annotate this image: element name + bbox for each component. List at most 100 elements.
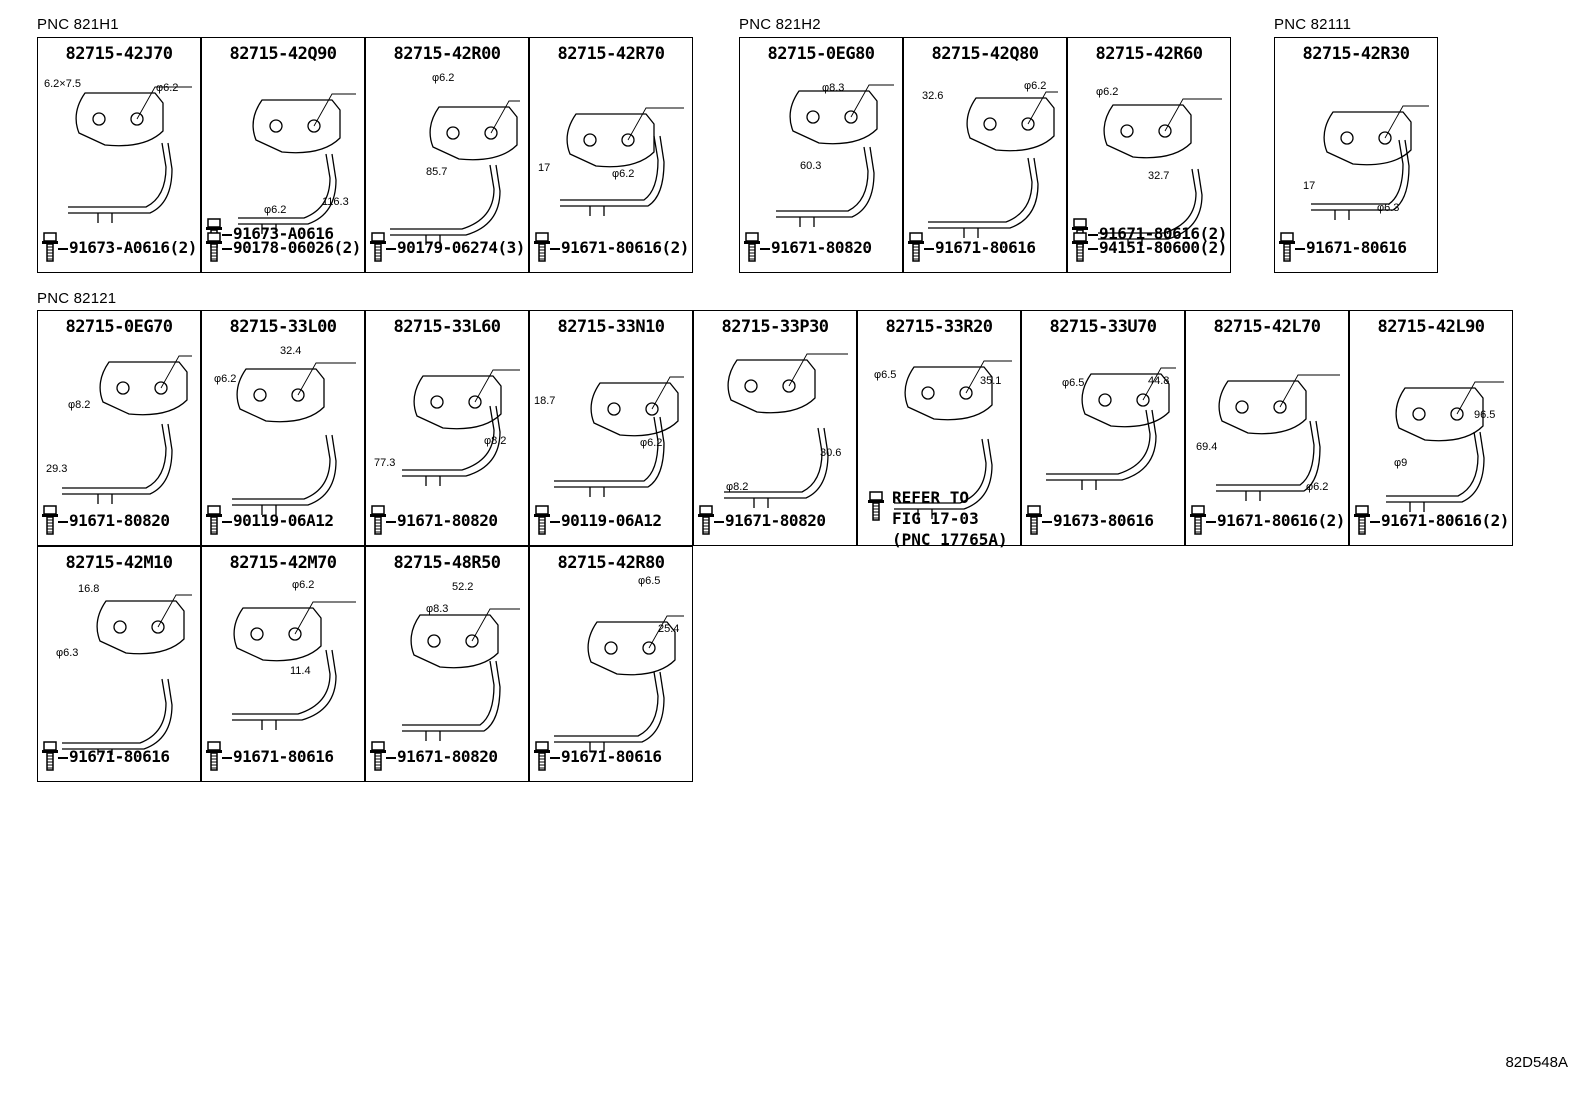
fastener-part-number: 91671-80820 <box>386 511 498 530</box>
dimension-label: 25.4 <box>658 623 680 635</box>
part-number: 82715-42L90 <box>1377 317 1485 337</box>
group-label-pnc-821h1: PNC 821H1 <box>37 16 119 33</box>
group-label-pnc-821h2: PNC 821H2 <box>739 16 821 33</box>
part-cell[interactable]: 82715-42M10 16.8 φ6.3 91671-80616 <box>37 546 201 782</box>
dimension-label: φ8.3 <box>426 603 449 615</box>
bracket-drawing <box>390 100 520 245</box>
bolt-icon <box>698 505 714 535</box>
group-label-pnc-82111: PNC 82111 <box>1274 16 1352 33</box>
fastener-part-number: 94151-80600(2) <box>1088 238 1227 257</box>
fastener-part-number: 91671-80820 <box>58 511 170 530</box>
dimension-label: φ6.2 <box>264 204 287 216</box>
bolt-icon <box>42 741 58 771</box>
fastener-part-number: 90119-06A12 <box>550 511 662 530</box>
bolt-icon <box>908 232 924 262</box>
part-number: 82715-42R70 <box>557 44 665 64</box>
bracket-drawing <box>1046 367 1176 490</box>
bolt-icon <box>370 741 386 771</box>
dimension-label: φ6.2 <box>156 82 179 94</box>
dimension-label: φ6.2 <box>1024 80 1047 92</box>
dimension-label: 60.3 <box>800 160 822 172</box>
dimension-label: 85.7 <box>426 166 448 178</box>
bolt-icon <box>206 505 222 535</box>
fastener-part-number: 91673-A0616(2) <box>58 238 197 257</box>
part-number: 82715-33P30 <box>721 317 829 337</box>
bracket-drawing <box>1386 381 1504 512</box>
dimension-label: φ6.5 <box>874 369 897 381</box>
dimension-label: 116.3 <box>322 196 349 208</box>
bolt-icon <box>42 505 58 535</box>
bolt-icon <box>1190 505 1206 535</box>
bracket-drawing <box>776 84 894 227</box>
bracket-drawing <box>554 615 684 752</box>
fastener-part-number: 90119-06A12 <box>222 511 334 530</box>
dimension-label: 16.8 <box>78 583 100 595</box>
fastener-part-number: 90179-06274(3) <box>386 238 525 257</box>
dimension-label: φ6.2 <box>1096 86 1119 98</box>
dimension-label: φ6.3 <box>56 647 79 659</box>
bracket-drawing <box>1216 374 1340 501</box>
dimension-label: φ6.2 <box>292 579 315 591</box>
bracket-drawing <box>232 601 356 730</box>
fastener-part-number: 91671-80616(2) <box>1370 511 1509 530</box>
fastener-part-number: 91671-80820 <box>760 238 872 257</box>
fastener-part-number: 91671-80616 <box>550 747 662 766</box>
bolt-icon <box>1354 505 1370 535</box>
fastener-part-number: 91671-80820 <box>714 511 826 530</box>
dimension-label: φ6.3 <box>1377 202 1400 214</box>
dimension-label: 44.8 <box>1148 375 1170 387</box>
dimension-label: 17 <box>1303 180 1316 192</box>
part-cell[interactable]: 82715-42R80 φ6.5 25.4 91671-80616 <box>529 546 693 782</box>
bolt-icon <box>534 505 550 535</box>
dimension-label: φ6.5 <box>638 575 661 587</box>
dimension-label: φ6.2 <box>1306 481 1329 493</box>
bracket-drawing <box>402 369 520 486</box>
dimension-label: φ6.2 <box>612 168 635 180</box>
fastener-part-number: 91671-80616 <box>58 747 170 766</box>
part-number: 82715-48R50 <box>393 553 501 573</box>
dimension-label: φ8.3 <box>822 82 845 94</box>
fastener-part-number: 91673-80616 <box>1042 511 1154 530</box>
dimension-label: 52.2 <box>452 581 474 593</box>
bracket-drawing <box>894 360 1012 519</box>
dimension-label: φ6.5 <box>1062 377 1085 389</box>
fastener-part-number: 91671-80820 <box>386 747 498 766</box>
part-number: 82715-42M10 <box>65 553 173 573</box>
part-number: 82715-42R60 <box>1095 44 1203 64</box>
dimension-label: 29.3 <box>46 463 68 475</box>
dimension-label: φ8.2 <box>726 481 749 493</box>
dimension-label: φ6.2 <box>214 373 237 385</box>
dimension-label: 69.4 <box>1196 441 1218 453</box>
dimension-label: φ8.2 <box>484 435 507 447</box>
part-number: 82715-42R30 <box>1302 44 1410 64</box>
part-number: 82715-0EG70 <box>65 317 173 337</box>
dimension-label: φ6.2 <box>432 72 455 84</box>
fastener-part-number: 91671-80616 <box>222 747 334 766</box>
part-number: 82715-42R80 <box>557 553 665 573</box>
bracket-drawing <box>402 608 520 741</box>
part-number: 82715-42Q90 <box>229 44 337 64</box>
dimension-label: 96.5 <box>1474 409 1496 421</box>
bracket-drawing <box>724 353 848 508</box>
fastener-part-number: 90178-06026(2) <box>222 238 361 257</box>
part-number: 82715-42Q80 <box>931 44 1039 64</box>
